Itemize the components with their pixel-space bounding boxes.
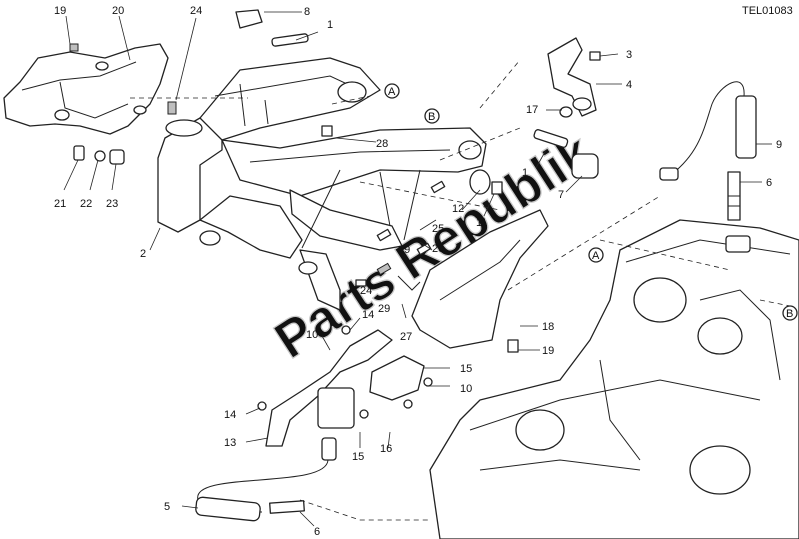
callout-leaders [63,11,772,527]
dashed-guides [130,59,791,521]
callout-15-lower: 15 [352,451,364,463]
callout-25: 25 [432,223,444,235]
chain-guard [411,169,549,353]
callout-15-right: 15 [460,363,472,375]
sensor-bracket [547,37,601,118]
reference-code: TEL01083 [742,5,793,17]
ignition-sensor-right [659,81,757,221]
callout-1-right: 1 [522,167,528,179]
clip-set [355,180,446,291]
callout-29-upper: 29 [398,244,410,256]
callout-4: 4 [626,79,632,91]
callout-1-top: 1 [327,19,333,31]
marker-b-right: B [786,308,793,320]
callout-3: 3 [626,49,632,61]
callout-19-top: 19 [54,5,66,17]
callout-14-left: 14 [224,409,236,421]
callout-19-right: 19 [542,345,554,357]
callout-24-mid: 24 [360,285,372,297]
upper-fasteners [235,9,599,179]
marker-a-right: A [592,250,600,262]
callout-11: 11 [476,217,487,229]
frame-drawing [157,57,487,311]
section-markers: A B A B [384,83,798,321]
callout-18: 18 [542,321,554,333]
callout-13: 13 [224,437,236,449]
callout-16: 16 [380,443,392,455]
callout-6-bottom: 6 [314,526,320,538]
callout-6-right: 6 [766,177,772,189]
engine-drawing [429,219,799,539]
callout-26: 26 [432,243,444,255]
callout-24-top: 24 [190,5,202,17]
callout-8: 8 [304,6,310,18]
callout-27: 27 [400,331,412,343]
callout-10-left: 10 [306,329,318,341]
callout-5: 5 [164,501,170,513]
shield-fasteners [69,43,177,165]
ignition-sensor-bottom [195,437,337,522]
coil-bracket [257,325,433,447]
callout-9: 9 [776,139,782,151]
callout-14-mid: 14 [362,309,374,321]
callout-23: 23 [106,198,118,210]
heat-shield-drawing [3,43,169,135]
marker-a-top: A [388,86,396,98]
callout-7: 7 [558,189,564,201]
callout-10-right: 10 [460,383,472,395]
callout-21: 21 [54,198,66,210]
marker-b-top: B [428,111,435,123]
callout-28: 28 [376,138,388,150]
callout-labels: 19 20 24 8 1 28 3 4 17 1 7 9 6 21 22 23 … [54,5,782,538]
callout-17: 17 [526,104,538,116]
callout-22: 22 [80,198,92,210]
callout-20: 20 [112,5,124,17]
callout-2: 2 [140,248,146,260]
callout-12: 12 [452,203,464,215]
callout-29-lower: 29 [378,303,390,315]
